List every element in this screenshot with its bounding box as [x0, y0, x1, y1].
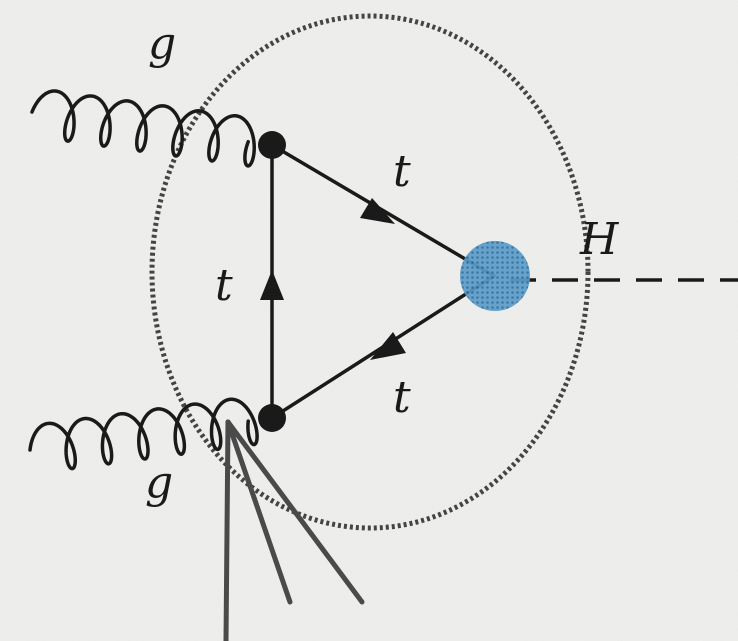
arrow-up-icon — [260, 270, 284, 300]
gluon-line-bottom — [28, 397, 259, 471]
effective-vertex-blob — [460, 241, 530, 311]
jet-line-1 — [223, 419, 231, 641]
vertex-top — [258, 131, 286, 159]
label-gluon-top: g — [148, 18, 176, 69]
dotted-ellipse — [149, 13, 591, 531]
label-gluon-bottom: g — [145, 457, 173, 508]
arrow-right-down-icon — [360, 198, 395, 224]
label-top-left: t — [215, 260, 233, 311]
vertex-bottom — [258, 404, 286, 432]
label-top-upper: t — [393, 146, 411, 197]
arrow-left-down-icon — [370, 332, 406, 360]
jet-line-2 — [225, 419, 293, 605]
label-higgs: H — [579, 214, 620, 265]
jet-line-3 — [225, 419, 365, 605]
gluon-line-top — [30, 89, 256, 168]
label-top-lower: t — [393, 372, 411, 423]
jet-lines — [223, 419, 365, 641]
